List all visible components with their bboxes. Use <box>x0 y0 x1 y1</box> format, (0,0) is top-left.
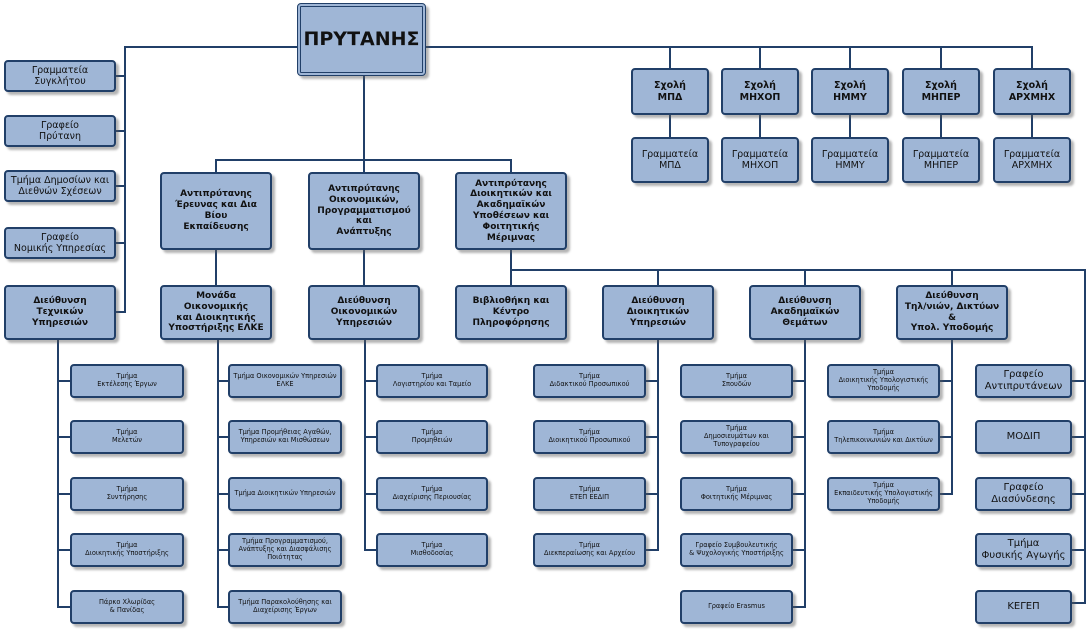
department-box-other[interactable]: ΚΕΓΕΠ <box>975 590 1072 624</box>
department-box-academic[interactable]: Τμήμα Σπουδών <box>680 364 793 398</box>
school-secretariat-box[interactable]: Γραμματεία ΗΜΜΥ <box>811 137 889 183</box>
left-office-box[interactable]: Γραφείο Νομικής Υπηρεσίας <box>4 227 116 259</box>
vice-rector-box[interactable]: Αντιπρύτανης Διοικητικών και Ακαδημαϊκών… <box>455 172 567 250</box>
school-box[interactable]: Σχολή ΜΠΔ <box>631 68 709 115</box>
vice-rector-box[interactable]: Αντιπρύτανης Οικονομικών, Προγραμματισμο… <box>308 172 420 250</box>
school-secretariat-box[interactable]: Γραμματεία ΜΗΠΕΡ <box>902 137 980 183</box>
department-box-technical[interactable]: Πάρκο Χλωρίδας & Πανίδας <box>70 590 184 624</box>
department-box-administrative[interactable]: Τμήμα ΕΤΕΠ ΕΕΔΙΠ <box>533 477 646 511</box>
left-office-box[interactable]: Τμήμα Δημοσίων και Διεθνών Σχέσεων <box>4 170 116 202</box>
directorate-box[interactable]: Βιβλιοθήκη και Κέντρο Πληροφόρησης <box>455 285 567 340</box>
department-box-academic[interactable]: Γραφείο Erasmus <box>680 590 793 624</box>
department-box-financial[interactable]: Τμήμα Μισθοδοσίας <box>376 533 488 567</box>
department-box-elke[interactable]: Τμήμα Οικονομικών Υπηρεσιών ΕΛΚΕ <box>228 364 342 398</box>
department-box-administrative[interactable]: Τμήμα Διδακτικού Προσωπικού <box>533 364 646 398</box>
school-box[interactable]: Σχολή ΗΜΜΥ <box>811 68 889 115</box>
left-office-box[interactable]: Γραμματεία Συγκλήτου <box>4 60 116 92</box>
school-box[interactable]: Σχολή ΜΗΧΟΠ <box>721 68 799 115</box>
school-box[interactable]: Σχολή ΑΡΧΜΗΧ <box>993 68 1071 115</box>
department-box-it[interactable]: Τμήμα Εκπαιδευτικής Υπολογιστικής Υποδομ… <box>827 477 940 511</box>
school-secretariat-box[interactable]: Γραμματεία ΜΠΔ <box>631 137 709 183</box>
department-box-other[interactable]: Γραφείο Αντιπρυτάνεων <box>975 364 1072 398</box>
department-box-elke[interactable]: Τμήμα Παρακολούθησης και Διαχείρισης Έργ… <box>228 590 342 624</box>
directorate-box[interactable]: Διεύθυνση Οικονομικών Υπηρεσιών <box>308 285 420 340</box>
directorate-box[interactable]: Διεύθυνση Ακαδημαϊκών Θεμάτων <box>749 285 861 340</box>
department-box-technical[interactable]: Τμήμα Συντήρησης <box>70 477 184 511</box>
school-secretariat-box[interactable]: Γραμματεία ΜΗΧΟΠ <box>721 137 799 183</box>
school-secretariat-box[interactable]: Γραμματεία ΑΡΧΜΗΧ <box>993 137 1071 183</box>
directorate-box[interactable]: Μονάδα Οικονομικής και Διοικητικής Υποστ… <box>160 285 272 340</box>
department-box-financial[interactable]: Τμήμα Προμηθειών <box>376 420 488 454</box>
department-box-academic[interactable]: Τμήμα Δημοσιευμάτων και Τυπογραφείου <box>680 420 793 454</box>
department-box-technical[interactable]: Τμήμα Διοικητικής Υποστήριξης <box>70 533 184 567</box>
department-box-financial[interactable]: Τμήμα Λογιστηρίου και Ταμείο <box>376 364 488 398</box>
department-box-technical[interactable]: Τμήμα Εκτέλεσης Έργων <box>70 364 184 398</box>
directorate-box[interactable]: Διεύθυνση Διοικητικών Υπηρεσιών <box>602 285 714 340</box>
department-box-other[interactable]: Τμήμα Φυσικής Αγωγής <box>975 533 1072 567</box>
department-box-technical[interactable]: Τμήμα Μελετών <box>70 420 184 454</box>
school-box[interactable]: Σχολή ΜΗΠΕΡ <box>902 68 980 115</box>
department-box-other[interactable]: Γραφείο Διασύνδεσης <box>975 477 1072 511</box>
department-box-academic[interactable]: Τμήμα Φοιτητικής Μέριμνας <box>680 477 793 511</box>
left-office-box[interactable]: Γραφείο Πρύτανη <box>4 115 116 147</box>
department-box-financial[interactable]: Τμήμα Διαχείρισης Περιουσίας <box>376 477 488 511</box>
department-box-administrative[interactable]: Τμήμα Διεκπεραίωσης και Αρχείου <box>533 533 646 567</box>
directorate-box[interactable]: Διεύθυνση Τηλ/νιών, Δικτύων & Υπολ. Υποδ… <box>896 285 1008 340</box>
department-box-academic[interactable]: Γραφείο Συμβουλευτικής & Ψυχολογικής Υπο… <box>680 533 793 567</box>
department-box-administrative[interactable]: Τμήμα Διοικητικού Προσωπικού <box>533 420 646 454</box>
department-box-it[interactable]: Τμήμα Διοικητικής Υπολογιστικής Υποδομής <box>827 364 940 398</box>
rector-box[interactable]: ΠΡΥΤΑΝΗΣ <box>297 3 426 76</box>
department-box-elke[interactable]: Τμήμα Προγραμματισμού, Ανάπτυξης και Δια… <box>228 533 342 567</box>
department-box-elke[interactable]: Τμήμα Διοικητικών Υπηρεσιών <box>228 477 342 511</box>
department-box-it[interactable]: Τμήμα Τηλεπικοινωνιών και Δικτύων <box>827 420 940 454</box>
department-box-elke[interactable]: Τμήμα Προμήθειας Αγαθών, Υπηρεσιών και Μ… <box>228 420 342 454</box>
technical-directorate-box[interactable]: Διεύθυνση Τεχνικών Υπηρεσιών <box>4 285 116 340</box>
department-box-other[interactable]: ΜΟΔΙΠ <box>975 420 1072 454</box>
vice-rector-box[interactable]: Αντιπρύτανης Έρευνας και Δια Βίου Εκπαίδ… <box>160 172 272 250</box>
